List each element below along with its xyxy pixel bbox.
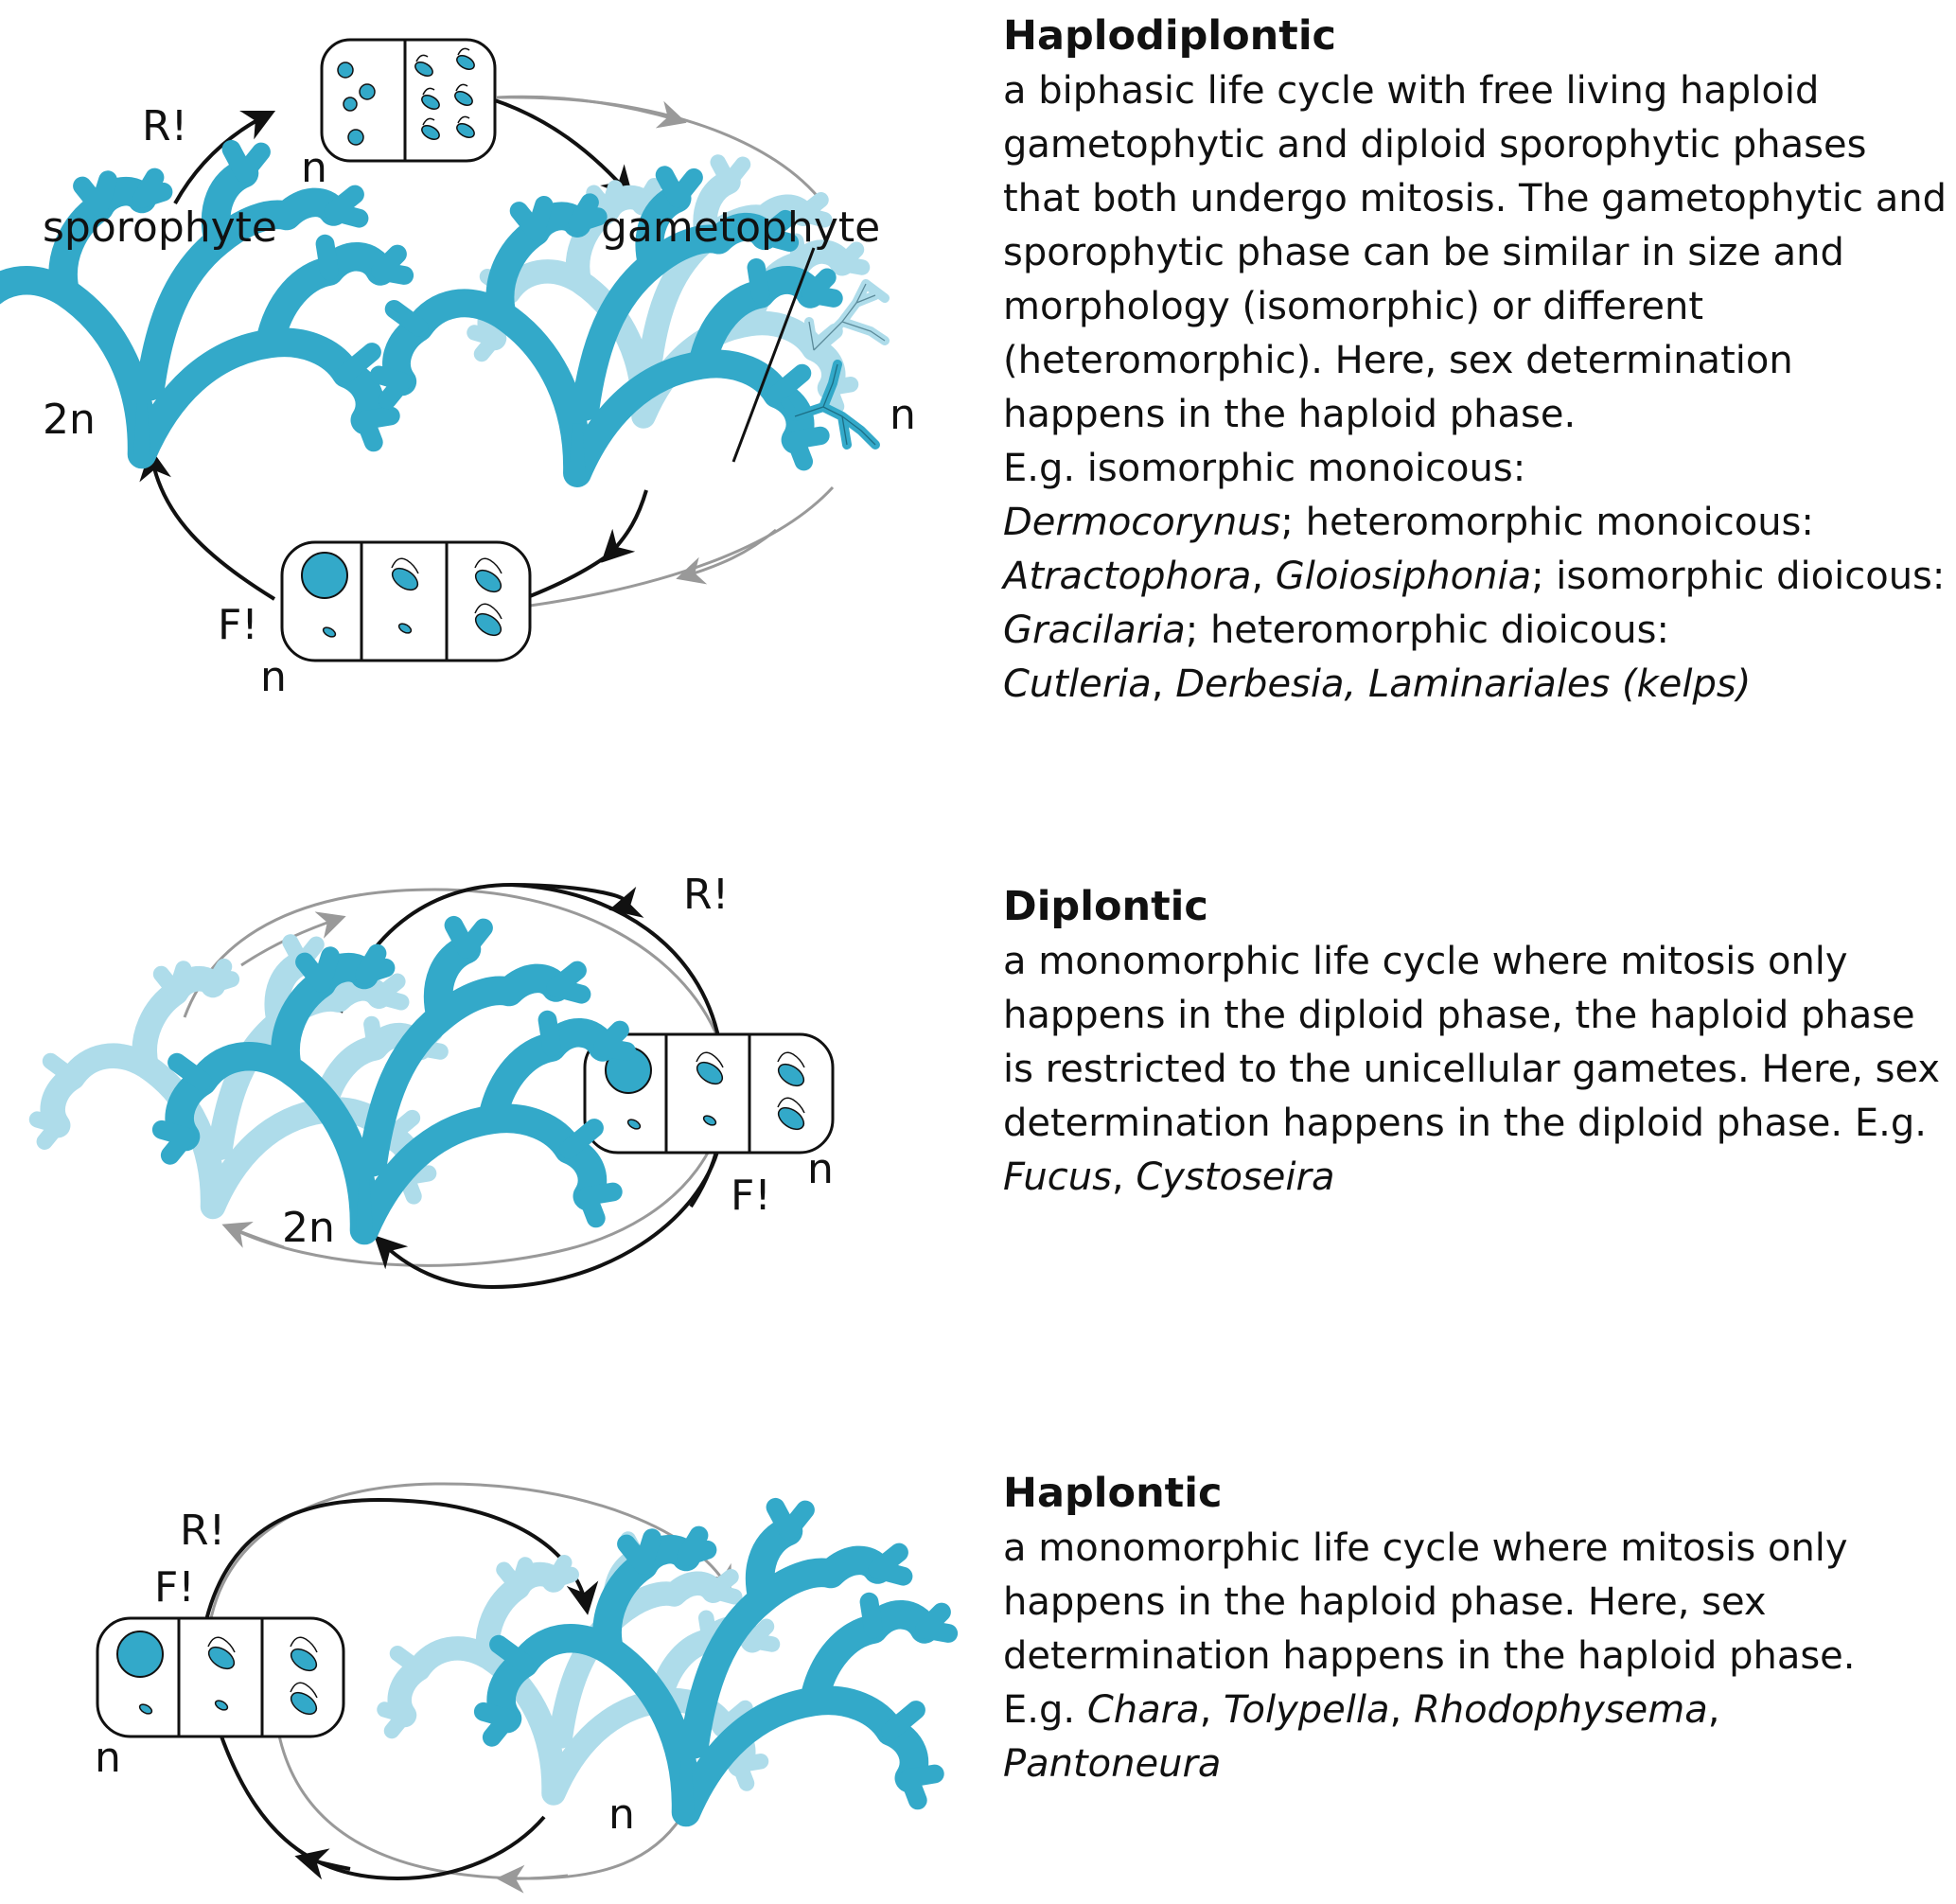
grey-arrowhead-diplontic-bottom (221, 1221, 285, 1249)
haplodiplontic-diagram: R! n sporophyte gametophyte 2n n F! n (0, 38, 916, 701)
haplontic-eg: E.g. (1003, 1688, 1087, 1732)
species-gracilaria: Gracilaria (1003, 608, 1186, 652)
species-dermocorynus: Dermocorynus (1003, 501, 1281, 544)
haplodiplontic-t-2: , (1251, 555, 1276, 598)
arrow-spores-to-gametophyte (491, 97, 634, 200)
species-tolypella: Tolypella (1224, 1688, 1390, 1732)
gamete-box (280, 540, 532, 662)
arrow-thallus-to-gametes (206, 1693, 546, 1881)
grey-arrowhead-bottom (676, 528, 777, 585)
haplodiplontic-t-5: , (1151, 662, 1176, 706)
haplontic-description-text: a monomorphic life cycle where mitosis o… (1003, 1526, 1856, 1678)
haplontic-title: Haplontic (1003, 1470, 1223, 1517)
haplontic-text: Haplontic a monomorphic life cycle where… (1003, 1465, 1949, 1791)
divider-line (731, 247, 816, 463)
label-n-gametophyte: n (890, 391, 916, 439)
label-n-diplontic: n (807, 1145, 834, 1193)
arrow-zygote-to-sporophyte (139, 448, 276, 601)
grey-arrow-haplontic-bottom (273, 1702, 683, 1880)
label-f-haplontic: F! (154, 1563, 195, 1612)
label-n-haplontic-gametes: n (95, 1734, 121, 1782)
haplodiplontic-t-3: ; isomorphic dioicous: (1531, 555, 1946, 598)
arrow-gametes-tail (529, 547, 617, 598)
haplodiplontic-t-1: ; heteromorphic monoicous: (1280, 501, 1814, 544)
label-2n-sporophyte: 2n (43, 396, 96, 444)
haplodiplontic-text: Haplodiplontic a biphasic life cycle wit… (1003, 8, 1949, 712)
species-atractophora: Atractophora (1003, 555, 1252, 598)
haplodiplontic-t-4: ; heteromorphic dioicous: (1185, 608, 1669, 652)
arrow-zygote-to-sporophyte-diplontic (374, 1144, 721, 1290)
haplontic-diagram: R! F! n n (95, 1482, 948, 1894)
label-f-diplontic: F! (731, 1172, 771, 1220)
grey-arrowhead-top (496, 95, 687, 129)
diplontic-description-text: a monomorphic life cycle where mitosis o… (1003, 940, 1941, 1145)
label-r-haplontic: R! (180, 1507, 225, 1555)
label-gametophyte: gametophyte (601, 203, 880, 252)
grey-arrow-bottom (529, 485, 835, 608)
haplodiplontic-title: Haplodiplontic (1003, 12, 1337, 60)
label-n-haplontic-thallus: n (608, 1790, 635, 1839)
haplodiplontic-description: a biphasic life cycle with free living h… (1003, 64, 1949, 712)
label-r-haplodiplontic: R! (142, 102, 187, 150)
arrowhead-haplontic-bottom (294, 1848, 351, 1880)
haplontic-t-1: , (1199, 1688, 1224, 1732)
species-pantoneura: Pantoneura (1003, 1742, 1222, 1786)
label-n-gametes: n (260, 653, 287, 701)
haplodiplontic-eg-1: E.g. isomorphic monoicous: (1003, 447, 1526, 490)
grey-arrowhead-haplontic-bottom (496, 1864, 569, 1894)
spore-box (320, 38, 497, 163)
diplontic-description: a monomorphic life cycle where mitosis o… (1003, 935, 1949, 1205)
label-2n-diplontic: 2n (282, 1204, 335, 1252)
label-n-spores: n (301, 144, 327, 192)
life-cycle-diagram: R! n sporophyte gametophyte 2n n F! n (0, 38, 975, 1894)
diplontic-eg: E.g. (1842, 1102, 1927, 1145)
arrow-gametophyte-to-gametes (601, 489, 648, 563)
haplontic-t-2: , (1389, 1688, 1414, 1732)
diplontic-text: Diplontic a monomorphic life cycle where… (1003, 878, 1949, 1205)
species-gloiosiphonia: Gloiosiphonia (1275, 555, 1532, 598)
species-chara: Chara (1086, 1688, 1200, 1732)
label-sporophyte: sporophyte (43, 203, 277, 252)
haplodiplontic-description-text: a biphasic life cycle with free living h… (1003, 69, 1947, 436)
species-fucus: Fucus (1003, 1155, 1112, 1199)
gamete-box-haplontic (96, 1616, 345, 1738)
label-r-diplontic: R! (683, 871, 729, 919)
arrow-sporophyte-to-spores (173, 110, 276, 204)
species-cutleria: Cutleria (1003, 662, 1152, 706)
species-rhodophysema: Rhodophysema (1413, 1688, 1708, 1732)
diplontic-diagram: R! 2n F! n (37, 871, 835, 1290)
species-cystoseira: Cystoseira (1136, 1155, 1335, 1199)
label-f-haplodiplontic: F! (218, 601, 258, 649)
diplontic-title: Diplontic (1003, 883, 1208, 930)
diplontic-t-1: , (1111, 1155, 1137, 1199)
haplontic-t-3: , (1707, 1688, 1720, 1732)
haplontic-description: a monomorphic life cycle where mitosis o… (1003, 1522, 1949, 1791)
species-derbesia-laminariales: Derbesia, Laminariales (kelps) (1175, 662, 1752, 706)
